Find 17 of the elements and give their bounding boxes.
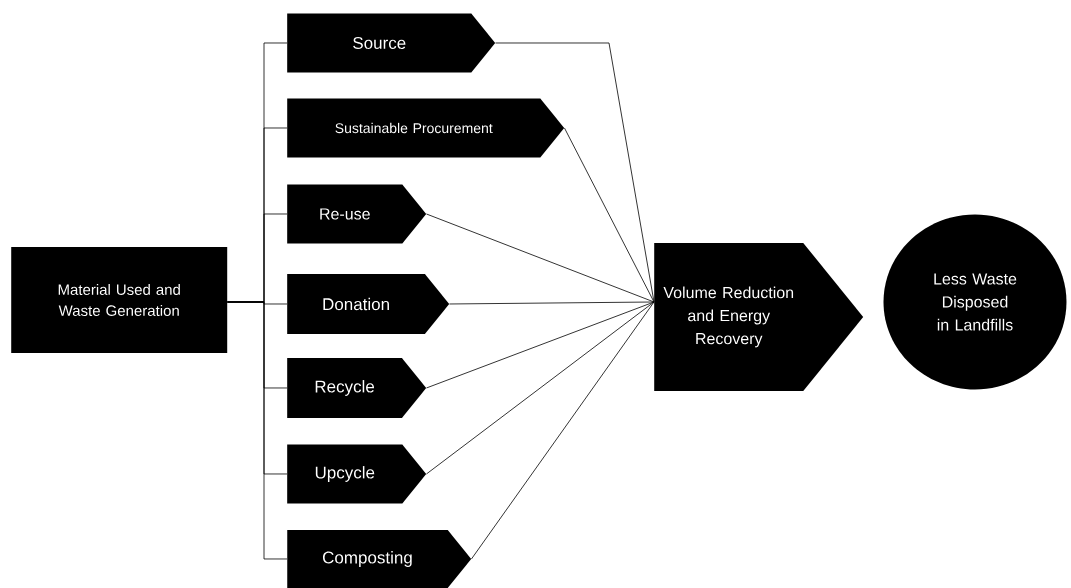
connector-line <box>564 127 655 303</box>
arrow-box: Re-use <box>287 184 427 244</box>
connector-line <box>471 301 655 560</box>
arrow-box: Sustainable Procurement <box>287 98 565 158</box>
arrow-box: Composting <box>287 530 472 588</box>
connector-line <box>426 301 655 475</box>
connector-line <box>426 301 655 389</box>
arrow-box: Recycle <box>287 358 427 418</box>
arrow-box: Donation <box>287 274 450 334</box>
connector-line <box>449 301 655 305</box>
connector-line <box>426 213 655 303</box>
arrow-box: Upcycle <box>287 444 427 504</box>
arrow-box: Source <box>287 13 496 73</box>
connector-line <box>495 42 655 303</box>
process-box: Material Used and Waste Generation <box>11 247 228 353</box>
arrow-box: Volume Reduction and Energy Recovery <box>654 243 864 391</box>
connector-line <box>227 301 288 560</box>
